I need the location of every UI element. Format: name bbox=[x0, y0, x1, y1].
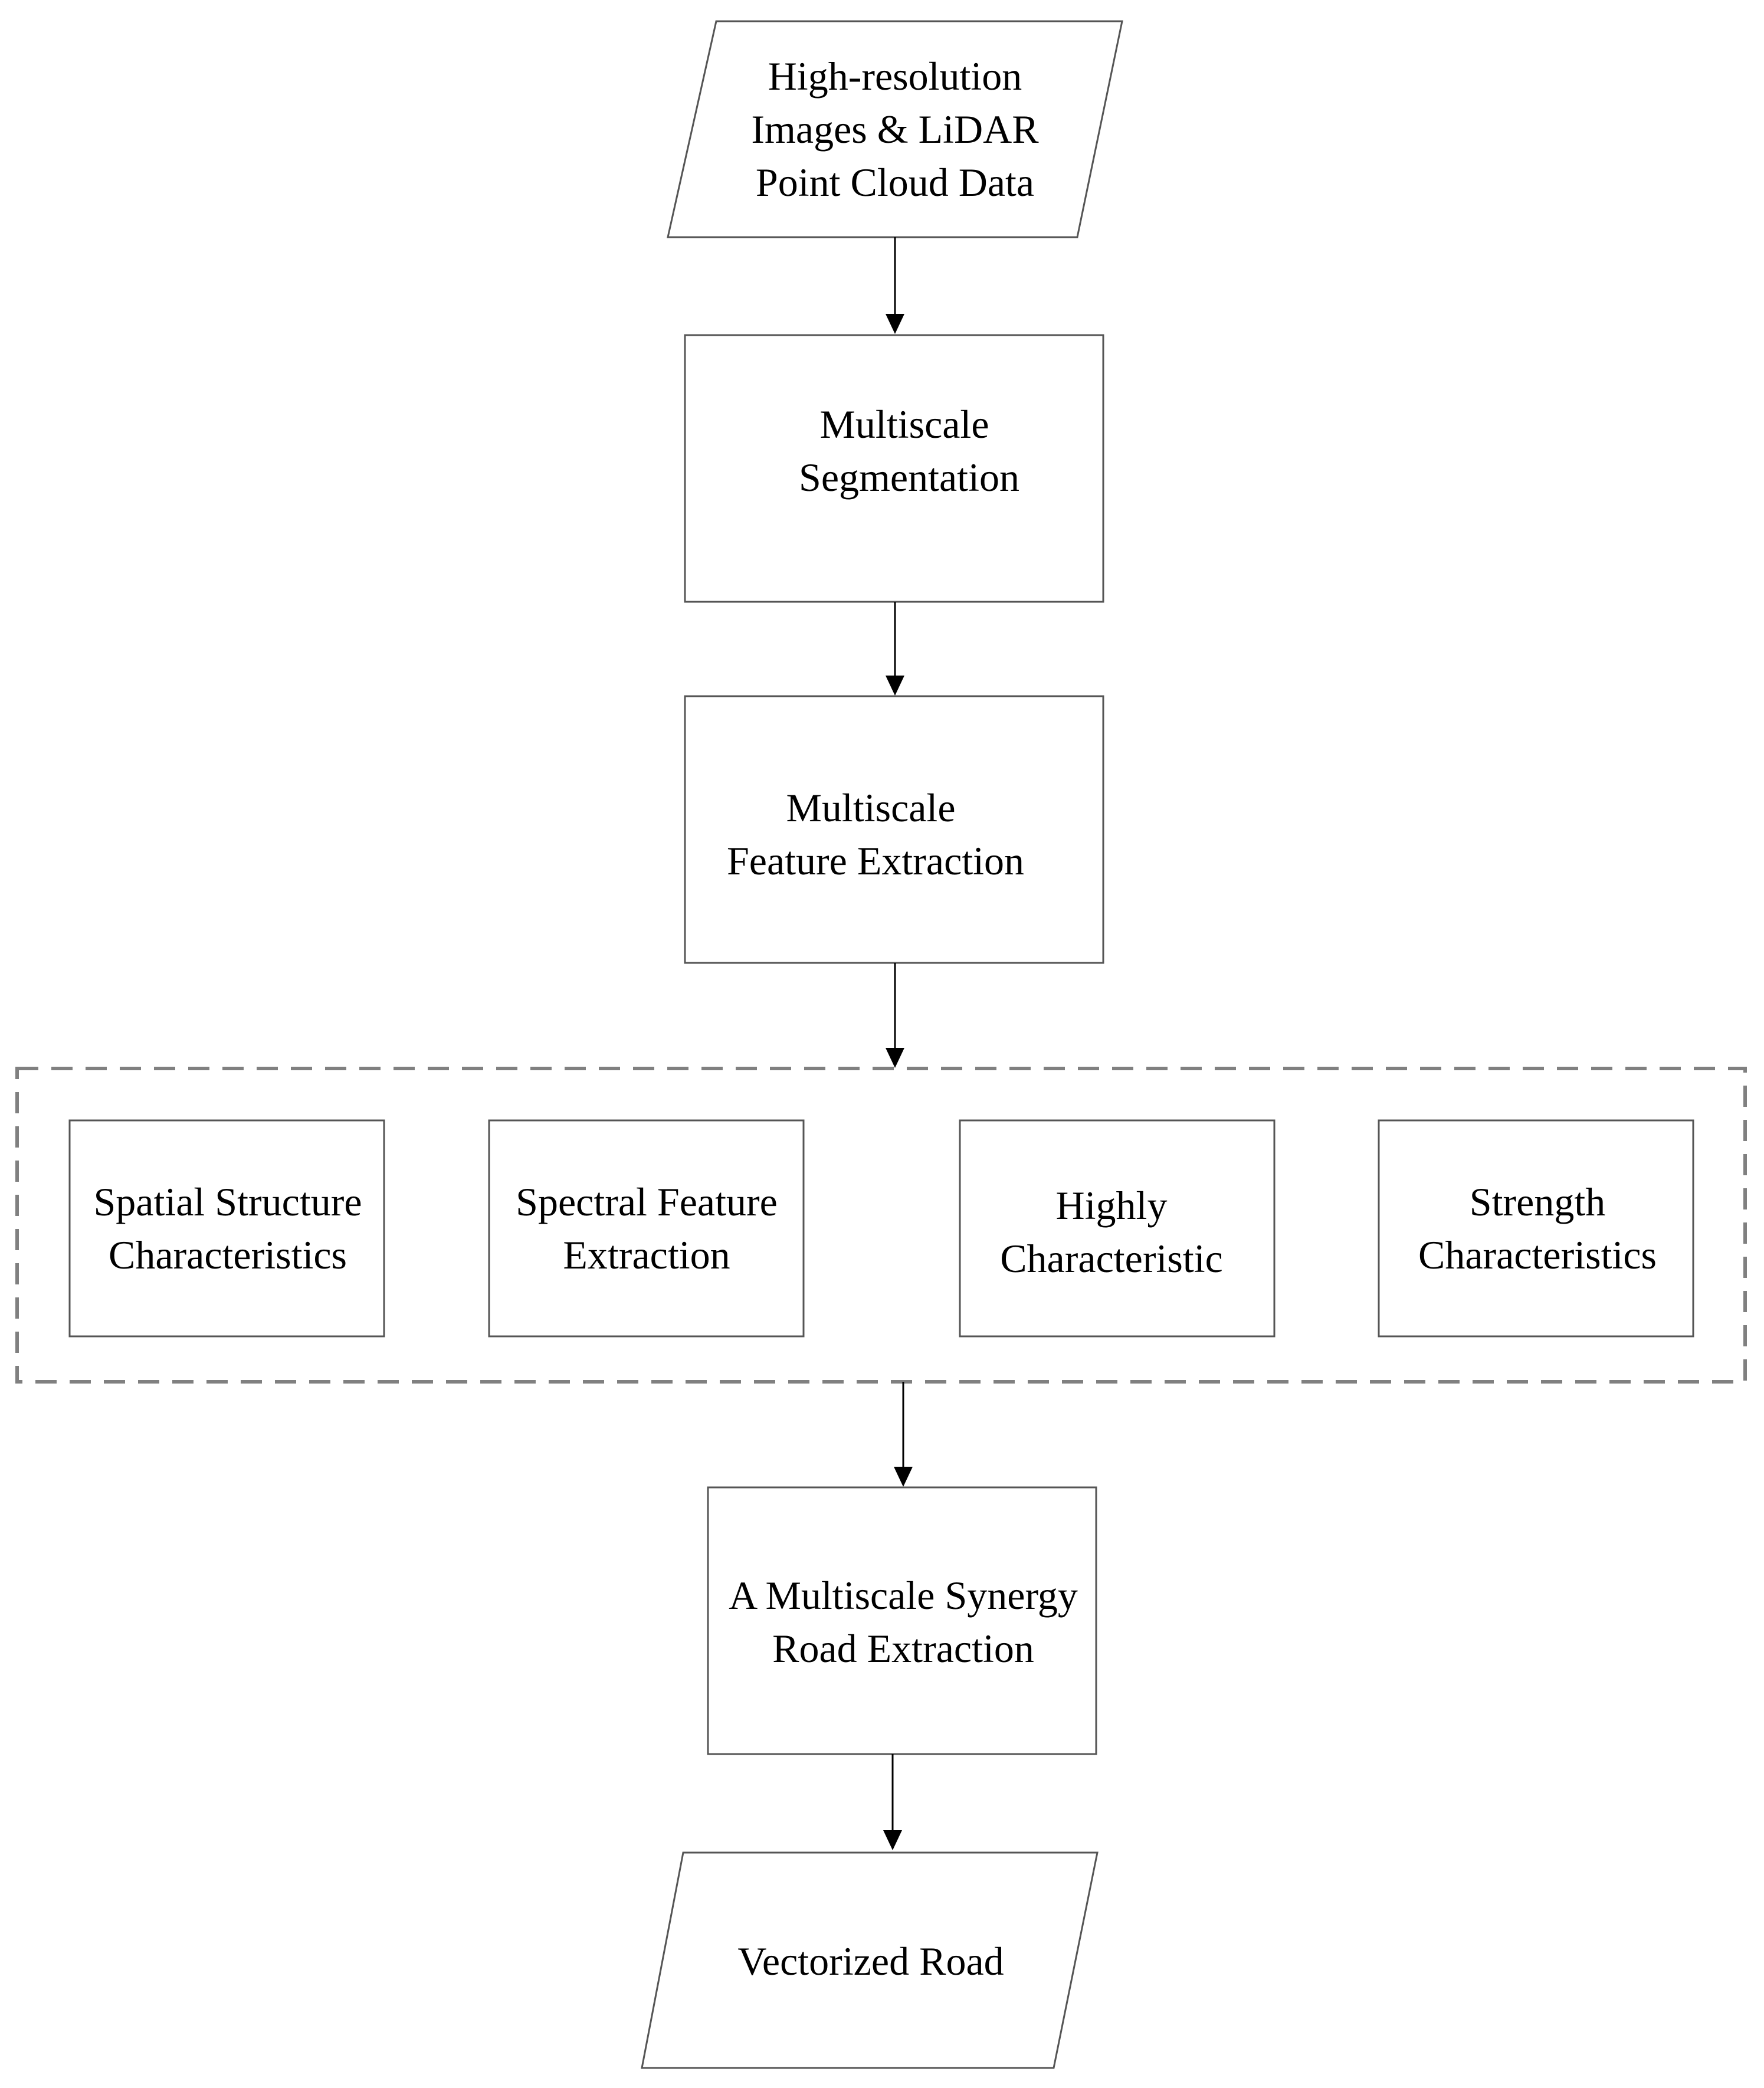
input-data-node: High-resolution Images & LiDAR Point Clo… bbox=[667, 20, 1123, 238]
input-label-line1: High-resolution bbox=[768, 54, 1022, 99]
output-vectorized-road-node: Vectorized Road bbox=[641, 1851, 1099, 2069]
height-label-line1: Highly bbox=[1056, 1183, 1168, 1228]
arrow-feature-group-to-synergy bbox=[894, 1382, 913, 1487]
segmentation-label-line1: Multiscale bbox=[819, 402, 989, 447]
synergy-road-extraction-node: A Multiscale Synergy Road Extraction bbox=[707, 1486, 1097, 1755]
segmentation-label-line2: Segmentation bbox=[799, 455, 1019, 500]
spatial-label-line1: Spatial Structure bbox=[93, 1179, 362, 1224]
feature-extraction-label-line1: Multiscale bbox=[786, 785, 955, 830]
strength-label-line1: Strength bbox=[1470, 1179, 1605, 1224]
arrow-segmentation-to-feature-extraction bbox=[886, 602, 904, 696]
spectral-label-line1: Spectral Feature bbox=[516, 1179, 778, 1224]
segmentation-node: Multiscale Segmentation bbox=[684, 334, 1104, 603]
height-label-line2: Characteristic bbox=[1000, 1236, 1223, 1281]
feature-extraction-label-line2: Feature Extraction bbox=[727, 838, 1024, 883]
input-label-line2: Images & LiDAR bbox=[751, 107, 1039, 152]
spectral-label-line2: Extraction bbox=[563, 1233, 730, 1277]
height-characteristic-node: Highly Characteristic bbox=[959, 1119, 1276, 1338]
feature-group-dashed-box bbox=[15, 1067, 1747, 1384]
spectral-feature-node: Spectral Feature Extraction bbox=[488, 1119, 805, 1338]
strength-characteristics-node: Strength Characteristics bbox=[1378, 1119, 1694, 1338]
synergy-label-line2: Road Extraction bbox=[772, 1626, 1034, 1671]
input-label-line3: Point Cloud Data bbox=[756, 160, 1034, 205]
spatial-label-line2: Characteristics bbox=[109, 1233, 347, 1277]
feature-extraction-node: Multiscale Feature Extraction bbox=[684, 695, 1104, 964]
spatial-structure-node: Spatial Structure Characteristics bbox=[68, 1119, 385, 1338]
strength-label-line2: Characteristics bbox=[1418, 1233, 1657, 1277]
arrow-input-to-segmentation bbox=[886, 237, 904, 334]
output-label: Vectorized Road bbox=[737, 1939, 1004, 1984]
arrow-synergy-to-output bbox=[883, 1754, 902, 1850]
synergy-label-line1: A Multiscale Synergy bbox=[729, 1573, 1078, 1618]
arrow-feature-extraction-to-feature-group bbox=[886, 963, 904, 1068]
